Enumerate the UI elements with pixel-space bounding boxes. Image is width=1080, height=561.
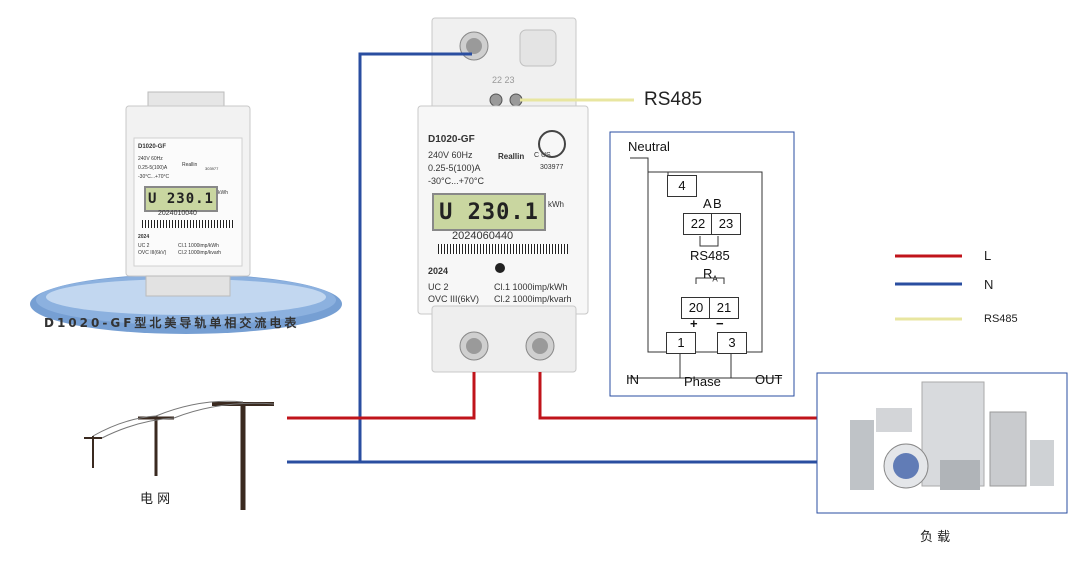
schematic-phase: Phase	[684, 374, 721, 389]
big-meter-uc: UC 2	[428, 282, 449, 292]
small-meter-lcd: U 230.1	[144, 186, 218, 212]
schematic-minus: −	[716, 316, 724, 331]
big-meter-serial: 2024060440	[452, 230, 514, 242]
schematic-a: A	[703, 196, 712, 211]
small-meter-uc: UC 2	[138, 243, 150, 249]
big-meter-lcd-unit: kWh	[548, 200, 564, 209]
power-poles	[84, 400, 275, 510]
schematic-terminal-22: 22	[683, 213, 713, 235]
wire-l	[287, 372, 828, 420]
schematic-lines	[628, 157, 782, 379]
grid-label: 电 网	[140, 492, 171, 507]
schematic-b: B	[713, 196, 722, 211]
small-meter-model: D1020-GF	[138, 144, 167, 150]
schematic-plus: +	[690, 316, 698, 331]
big-meter-cert-letters: C US	[534, 152, 551, 159]
small-meter-serial: 2024010040	[158, 210, 197, 217]
small-meter-brand: Reallin	[182, 162, 198, 168]
legend-l-label: L	[984, 248, 992, 263]
big-meter-cert: 303977	[540, 164, 564, 171]
small-meter-lcd-unit: kWh	[218, 190, 228, 196]
legend-n-label: N	[984, 277, 994, 292]
small-meter-caption: D1020-GF型北美导轨单相交流电表	[44, 316, 300, 330]
big-meter-brand: Reallin	[498, 152, 525, 161]
rs485-callout: RS485	[644, 89, 703, 110]
load-label: 负 载	[920, 530, 951, 545]
legend	[895, 254, 962, 321]
big-meter-model: D1020-GF	[428, 134, 475, 145]
big-meter	[417, 17, 589, 373]
big-meter-lcd: U 230.1	[432, 193, 546, 231]
schematic-out: OUT	[755, 372, 783, 387]
small-meter-cl1: Cl.1 1000imp/kWh	[178, 243, 219, 249]
big-meter-cl2: Cl.2 1000imp/kvarh	[494, 294, 572, 304]
big-meter-top-terminals: 22 23	[492, 75, 515, 85]
schematic-terminal-23: 23	[711, 213, 741, 235]
big-meter-barcode	[438, 244, 568, 254]
big-meter-cl1: Cl.1 1000imp/kWh	[494, 282, 568, 292]
small-meter-cert: 303977	[205, 166, 219, 171]
legend-rs485-label: RS485	[984, 313, 1018, 325]
schematic-terminal-3: 3	[717, 332, 747, 354]
small-meter-spec2: 0.25-5(100)A	[138, 165, 168, 171]
schematic-ra: RA	[703, 266, 718, 284]
csa-mark-icon	[538, 130, 566, 158]
big-meter-temp: -30°C...+70°C	[428, 176, 484, 186]
schematic-rs485: RS485	[690, 248, 730, 263]
schematic-in: IN	[626, 372, 639, 387]
appliances-image	[850, 381, 1054, 490]
wire-n	[287, 52, 828, 464]
small-meter-temp: -30°C...+70°C	[138, 174, 170, 180]
small-meter-year: 2024	[138, 234, 150, 240]
schematic-terminal-4: 4	[667, 175, 697, 197]
small-meter-barcode	[142, 220, 234, 228]
small-meter-spec1: 240V 60Hz	[138, 156, 163, 162]
big-meter-year: 2024	[428, 266, 449, 276]
small-meter-cl2: Cl.2 1000imp/kvarh	[178, 250, 222, 256]
big-meter-spec1: 240V 60Hz	[428, 150, 473, 160]
schematic-terminal-1: 1	[666, 332, 696, 354]
schematic-terminal-21: 21	[709, 297, 739, 319]
big-meter-spec2: 0.25-5(100)A	[428, 163, 481, 173]
schematic-neutral: Neutral	[628, 139, 670, 154]
big-meter-ovc: OVC III(6kV)	[428, 294, 480, 304]
small-meter-ovc: OVC III(6kV)	[138, 250, 167, 256]
